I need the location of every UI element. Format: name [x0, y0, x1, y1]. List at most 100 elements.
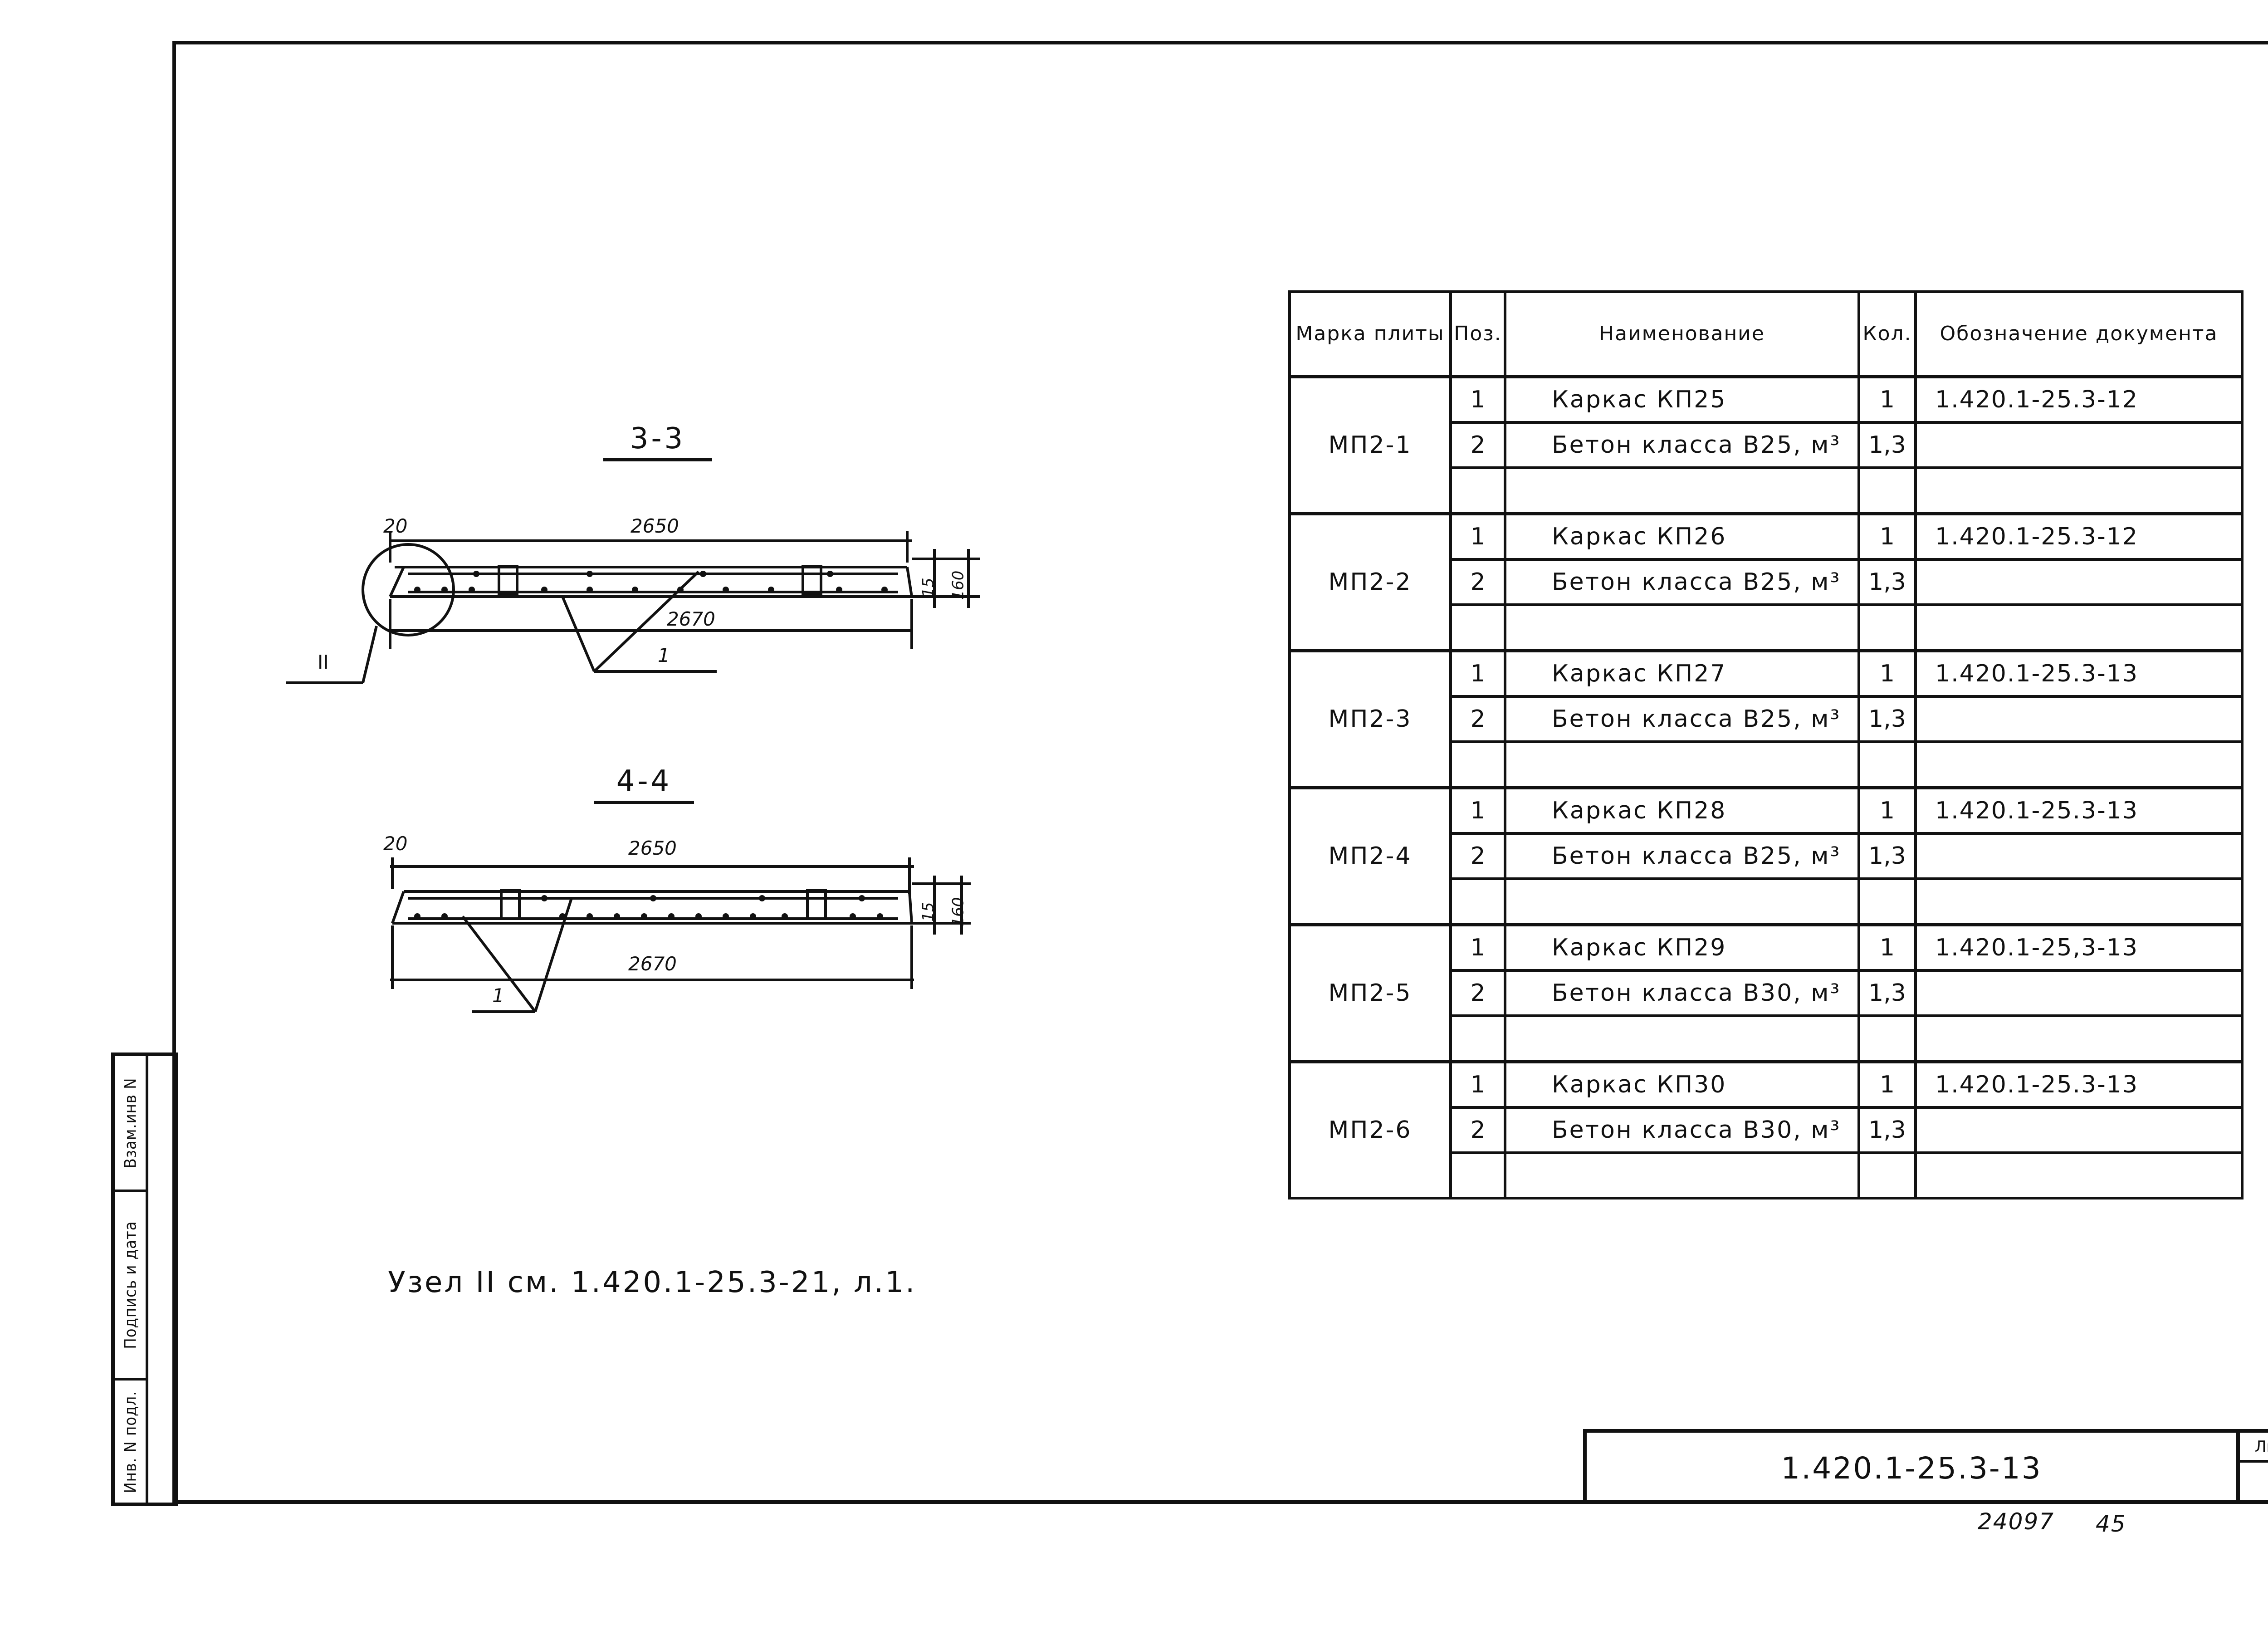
cell-doc: [1914, 1106, 2244, 1154]
cell-pos: 2: [1449, 421, 1506, 469]
cell-qty: 1,3: [1857, 969, 1917, 1017]
dim-4-4-length-bottom: 2670: [628, 953, 677, 975]
cell-pos: 1: [1449, 375, 1506, 424]
specification-table: Марка плиты Поз. Наименование Кол. Обозн…: [1288, 290, 2244, 1199]
cell-pos: 1: [1449, 649, 1506, 698]
cell-pos: [1449, 877, 1506, 926]
cell-name: Бетон класса В30, м³: [1504, 1106, 1860, 1154]
header-name: Наименование: [1504, 290, 1860, 378]
cell-doc: 1.420.1-25.3-12: [1914, 512, 2244, 561]
cell-pos: 1: [1449, 1060, 1506, 1109]
cell-name: Бетон класса В25, м³: [1504, 695, 1860, 743]
cell-doc: [1914, 832, 2244, 880]
table-row: [1290, 603, 2244, 652]
cell-qty: 1,3: [1857, 695, 1917, 743]
cell-doc: 1.420.1-25.3-13: [1914, 1060, 2244, 1109]
header-doc: Обозначение документа: [1914, 290, 2244, 378]
cell-doc: [1914, 740, 2244, 789]
sheet-box: Лист 2: [2236, 1429, 2268, 1504]
cell-name: [1504, 603, 1860, 652]
cell-pos: 1: [1449, 923, 1506, 972]
cell-doc: [1914, 466, 2244, 515]
cell-name: Каркас КП28: [1504, 786, 1860, 835]
section-3-3-title: 3-3: [603, 422, 712, 461]
dim-4-4-length-top: 2650: [628, 837, 677, 859]
title-block: 1.420.1-25.3-13 Лист 2: [1583, 1429, 2268, 1504]
dim-3-3-h1: 15: [919, 578, 938, 597]
cell-mark: МП2-2: [1288, 512, 1452, 652]
header-qty: Кол.: [1857, 290, 1917, 378]
cell-qty: 1: [1857, 1060, 1917, 1109]
cell-name: Бетон класса В25, м³: [1504, 558, 1860, 606]
drawing-frame: [172, 41, 2268, 1504]
cell-pos: 2: [1449, 969, 1506, 1017]
table-row: [1290, 877, 2244, 926]
cell-pos: [1449, 1151, 1506, 1199]
pos-3-3: 1: [658, 644, 670, 666]
cell-doc: [1914, 558, 2244, 606]
side-strip: Взам.инв N Подпись и дата Инв. N подл.: [111, 1053, 178, 1506]
table-row: [1290, 740, 2244, 789]
cell-name: Каркас КП29: [1504, 923, 1860, 972]
sheet-label: Лист: [2240, 1433, 2268, 1463]
table-header-row: Марка плиты Поз. Наименование Кол. Обозн…: [1288, 290, 2244, 378]
cell-pos: 2: [1449, 695, 1506, 743]
cell-qty: [1857, 877, 1917, 926]
cell-pos: [1449, 740, 1506, 789]
cell-qty: 1: [1857, 375, 1917, 424]
table-row: [1290, 466, 2244, 515]
cell-qty: [1857, 466, 1917, 515]
table-row: [1290, 1014, 2244, 1063]
side-strip-divider: [146, 1056, 148, 1503]
cell-pos: [1449, 466, 1506, 515]
cell-doc: 1.420.1-25.3-12: [1914, 375, 2244, 424]
cell-pos: 2: [1449, 1106, 1506, 1154]
node-3-3: II: [318, 651, 329, 673]
dim-4-4-h2: 160: [949, 897, 968, 927]
cell-name: Каркас КП27: [1504, 649, 1860, 698]
cell-doc: [1914, 1014, 2244, 1063]
document-designation: 1.420.1-25.3-13: [1583, 1429, 2236, 1504]
cell-qty: [1857, 603, 1917, 652]
dim-3-3-length-bottom: 2670: [667, 608, 715, 630]
cell-qty: [1857, 1014, 1917, 1063]
archive-number: 24097: [1978, 1508, 2055, 1535]
cell-doc: [1914, 969, 2244, 1017]
side-cell-signature: Подпись и дата: [115, 1192, 147, 1381]
cell-qty: 1,3: [1857, 421, 1917, 469]
cell-doc: [1914, 603, 2244, 652]
dim-3-3-cover: 20: [383, 515, 408, 537]
cell-pos: 1: [1449, 786, 1506, 835]
cell-name: Каркас КП26: [1504, 512, 1860, 561]
cell-name: [1504, 740, 1860, 789]
cell-name: [1504, 877, 1860, 926]
dim-4-4-h1: 15: [919, 902, 938, 922]
cell-mark: МП2-5: [1288, 923, 1452, 1063]
pos-4-4: 1: [492, 984, 504, 1007]
cell-pos: [1449, 603, 1506, 652]
cell-name: Каркас КП25: [1504, 375, 1860, 424]
section-4-4-title: 4-4: [594, 764, 694, 804]
cell-doc: [1914, 1151, 2244, 1199]
cell-pos: 2: [1449, 558, 1506, 606]
cell-doc: [1914, 877, 2244, 926]
cell-mark: МП2-3: [1288, 649, 1452, 789]
cell-pos: [1449, 1014, 1506, 1063]
cell-name: Бетон класса В25, м³: [1504, 421, 1860, 469]
cell-qty: 1,3: [1857, 558, 1917, 606]
cell-name: [1504, 1014, 1860, 1063]
cell-qty: 1: [1857, 923, 1917, 972]
side-cell-inventory: Инв. N подл.: [115, 1381, 147, 1503]
cell-qty: 1,3: [1857, 1106, 1917, 1154]
cell-qty: 1: [1857, 786, 1917, 835]
side-cell-label: Подпись и дата: [121, 1221, 140, 1349]
header-mark: Марка плиты: [1288, 290, 1452, 378]
